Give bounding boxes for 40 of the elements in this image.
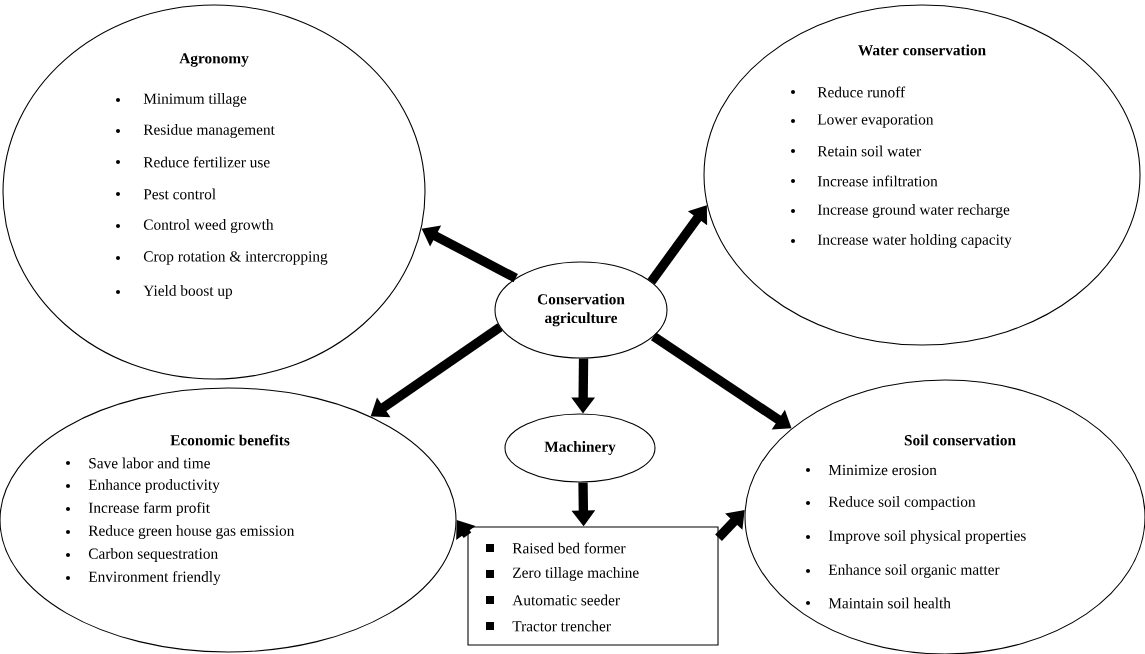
heading: Conservation agriculture xyxy=(537,293,625,327)
arrow xyxy=(715,510,745,542)
list-item: Enhance soil organic matter xyxy=(828,564,1000,578)
list-item: Increase ground water recharge xyxy=(817,204,1010,218)
list-item: Residue management xyxy=(143,124,275,138)
list-item: Crop rotation & intercropping xyxy=(143,251,328,265)
list-item: Yield boost up xyxy=(143,285,233,299)
heading: Agronomy xyxy=(179,53,249,67)
list-item: Automatic seeder xyxy=(512,594,620,606)
list-box xyxy=(467,526,719,646)
list-item: Improve soil physical properties xyxy=(828,530,1026,544)
ellipse-node xyxy=(504,413,656,483)
heading: Soil conservation xyxy=(904,434,1016,446)
list-item: Increase infiltration xyxy=(817,175,938,187)
list-item: Tractor trencher xyxy=(512,620,611,632)
list-item: Pest control xyxy=(143,188,216,200)
list-item: Reduce runoff xyxy=(817,86,906,98)
ellipse-node xyxy=(494,261,668,359)
heading: Water conservation xyxy=(858,44,986,56)
list-item: Reduce soil compaction xyxy=(828,496,976,510)
ellipse-node xyxy=(703,4,1141,346)
list-item: Raised bed former xyxy=(512,542,626,554)
list-item: Increase farm profit xyxy=(88,502,210,517)
list-item: Minimize erosion xyxy=(828,464,937,476)
list-item: Zero tillage machine xyxy=(513,567,639,581)
heading: Economic benefits xyxy=(170,434,290,446)
list-item: Lower evaporation xyxy=(817,114,934,128)
heading: Machinery xyxy=(544,441,616,455)
list-item: Retain soil water xyxy=(817,145,922,157)
list-item: Maintain soil health xyxy=(828,597,951,609)
list-item: Reduce green house gas emission xyxy=(88,525,295,539)
list-item: Carbon sequestration xyxy=(88,548,218,562)
ellipse-node xyxy=(2,4,426,380)
list-item: Increase water holding capacity xyxy=(817,234,1012,248)
list-item: Reduce fertilizer use xyxy=(143,156,270,168)
list-item: Minimum tillage xyxy=(143,93,247,107)
list-item: Environment friendly xyxy=(88,570,221,586)
list-item: Control weed growth xyxy=(143,219,274,233)
list-item: Save labor and time xyxy=(89,457,210,469)
list-item: Enhance productivity xyxy=(88,479,220,493)
